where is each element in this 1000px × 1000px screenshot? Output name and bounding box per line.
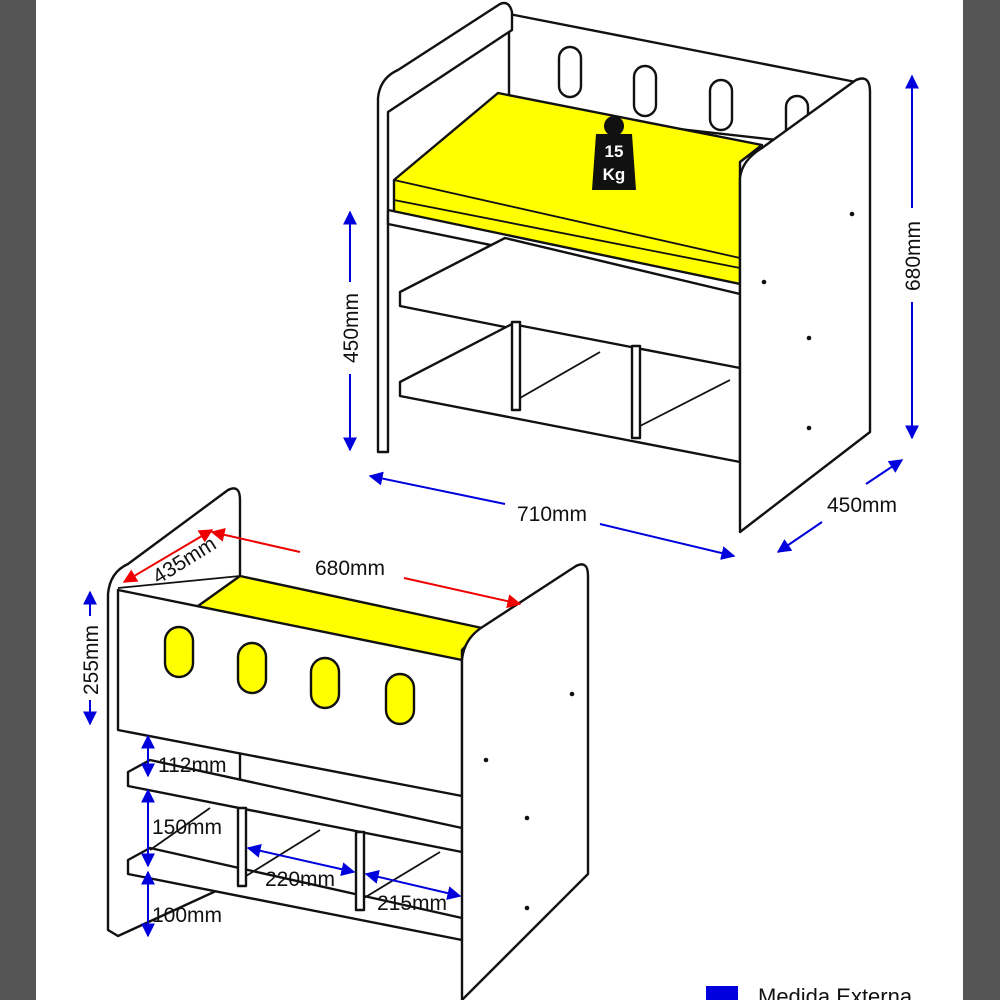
bottom-hole-2 xyxy=(236,641,268,695)
bottom-cubby1-label: 220mm xyxy=(265,868,335,891)
top-divider-1 xyxy=(510,320,522,412)
bottom-dimension-cubby1: 220mm xyxy=(246,843,356,891)
bottom-back-height-label: 255mm xyxy=(80,625,103,695)
top-dimension-width: 710mm xyxy=(368,471,736,560)
bottom-dimension-width: 680mm xyxy=(210,527,522,609)
bottom-dimension-cubby2: 215mm xyxy=(364,870,462,915)
bottom-screw-1 xyxy=(569,691,575,697)
bottom-right-panel xyxy=(460,563,590,1000)
top-height-label: 450mm xyxy=(340,293,363,363)
bottom-dimension-gap1: 112mm xyxy=(141,734,226,778)
top-screw-1 xyxy=(849,211,855,217)
legend-label: Medida Externa xyxy=(758,984,913,1000)
weight-tag-unit: Kg xyxy=(603,165,626,184)
top-dimension-depth: 450mm xyxy=(776,459,904,553)
top-width-label: 710mm xyxy=(517,503,587,526)
bottom-hole-3 xyxy=(309,656,341,710)
weight-tag: 15 Kg xyxy=(592,116,636,190)
legend: Medida Externa xyxy=(706,984,913,1000)
top-cubby-diagonals xyxy=(519,351,731,427)
top-depth-label: 450mm xyxy=(827,494,897,517)
top-screw-3 xyxy=(806,335,812,341)
bottom-hole-1 xyxy=(163,625,195,679)
top-total-height-label: 680mm xyxy=(902,221,925,291)
bottom-gap1-label: 112mm xyxy=(158,754,226,777)
top-left-panel xyxy=(376,1,514,454)
bottom-hole-4 xyxy=(384,672,416,726)
top-screw-4 xyxy=(806,425,812,431)
bottom-gap2-label: 150mm xyxy=(152,816,222,839)
top-divider-2 xyxy=(630,344,642,440)
bottom-divider-2 xyxy=(354,830,366,912)
top-dimension-total-height: 680mm xyxy=(902,74,925,440)
frame-left xyxy=(0,0,36,1000)
top-screw-2 xyxy=(761,279,767,285)
bottom-screw-2 xyxy=(483,757,489,763)
bottom-dimension-gap2: 150mm xyxy=(141,788,222,868)
weight-tag-value: 15 xyxy=(605,142,624,161)
bottom-screw-4 xyxy=(524,905,530,911)
top-hole-2 xyxy=(632,64,658,118)
bottom-width-label: 680mm xyxy=(315,557,385,580)
top-dimension-height: 450mm xyxy=(340,210,363,452)
bottom-dimension-gap3: 100mm xyxy=(141,870,222,938)
top-furniture: 15 Kg xyxy=(376,1,872,534)
bottom-gap3-label: 100mm xyxy=(152,904,222,927)
top-hole-3 xyxy=(708,78,734,132)
top-right-panel xyxy=(738,77,872,534)
bottom-screw-3 xyxy=(524,815,530,821)
bottom-dimension-back-height: 255mm xyxy=(80,590,103,726)
blue-square-icon xyxy=(706,986,738,1000)
frame-right xyxy=(963,0,1000,1000)
top-hole-1 xyxy=(557,45,583,99)
bottom-cubby2-label: 215mm xyxy=(377,892,447,915)
top-cushion-edge xyxy=(393,179,741,269)
bottom-divider-1 xyxy=(236,806,248,888)
